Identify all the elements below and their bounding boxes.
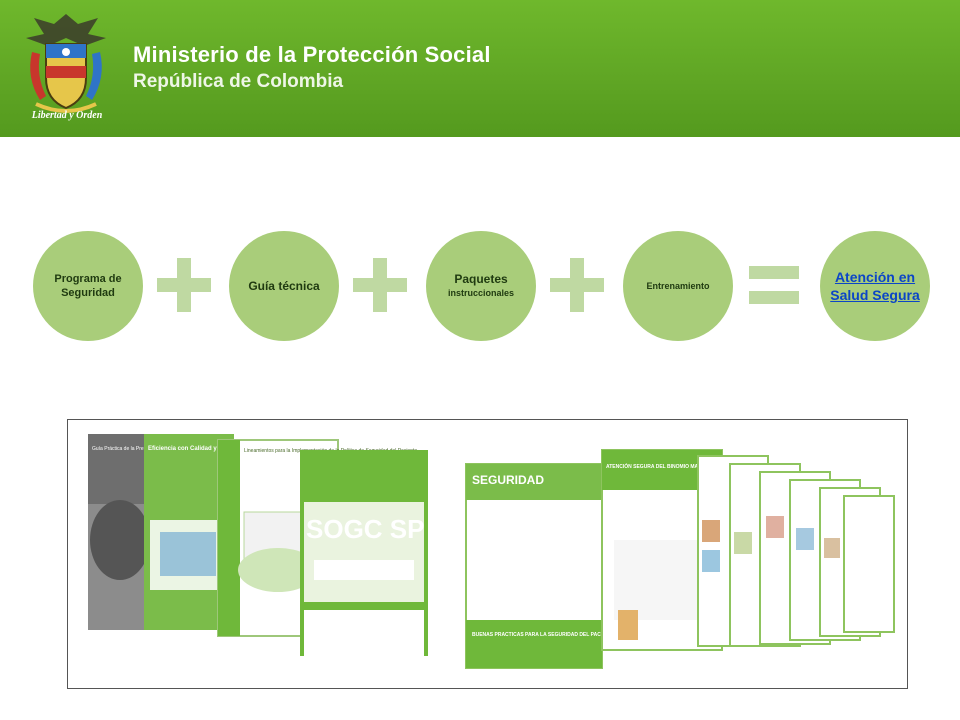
node-label: Guía técnica: [248, 279, 320, 293]
cover-title: SEGURIDAD: [472, 473, 544, 487]
documents-collage-art: Guía Práctica de la Preparación para la …: [88, 434, 895, 669]
document-cover: SOGC SP: [300, 450, 428, 656]
node-atencion-salud-segura: Atención en Salud Segura: [820, 231, 930, 341]
documents-collage: Guía Práctica de la Preparación para la …: [67, 419, 908, 689]
cover-subtitle: BUENAS PRACTICAS PARA LA SEGURIDAD DEL P…: [472, 630, 686, 638]
republic-subtitle: República de Colombia: [133, 71, 344, 92]
node-programa-seguridad: Programa de Seguridad: [33, 231, 143, 341]
equals-operator-icon: [749, 266, 799, 304]
plus-operator-icon: [157, 258, 211, 312]
node-sublabel: instruccionales: [447, 288, 515, 298]
plus-operator-icon: [353, 258, 407, 312]
stacked-document-covers: [697, 455, 895, 647]
node-label: Entrenamiento: [646, 281, 710, 291]
cover-title: ATENCIÓN SEGURA DEL BINOMIO MADRE - HIJO: [606, 462, 725, 470]
node-entrenamiento: Entrenamiento: [623, 231, 733, 341]
motto-text: Libertad y Orden: [31, 110, 103, 121]
node-label: Paquetes: [454, 272, 508, 286]
document-cover: SEGURIDAD BUENAS PRACTICAS PARA LA SEGUR…: [465, 463, 686, 669]
atencion-salud-segura-link[interactable]: Atención en Salud Segura: [830, 269, 920, 303]
node-paquetes-instruccionales: Paquetes instruccionales: [426, 231, 536, 341]
cover-title: SOGC SP: [306, 514, 424, 544]
plus-operator-icon: [550, 258, 604, 312]
ministry-title: Ministerio de la Protección Social: [133, 42, 491, 67]
node-guia-tecnica: Guía técnica: [229, 231, 339, 341]
coat-of-arms-icon: [26, 14, 106, 113]
header-banner: Libertad y Orden Ministerio de la Protec…: [0, 0, 960, 137]
node-label: Programa de Seguridad: [54, 273, 122, 299]
